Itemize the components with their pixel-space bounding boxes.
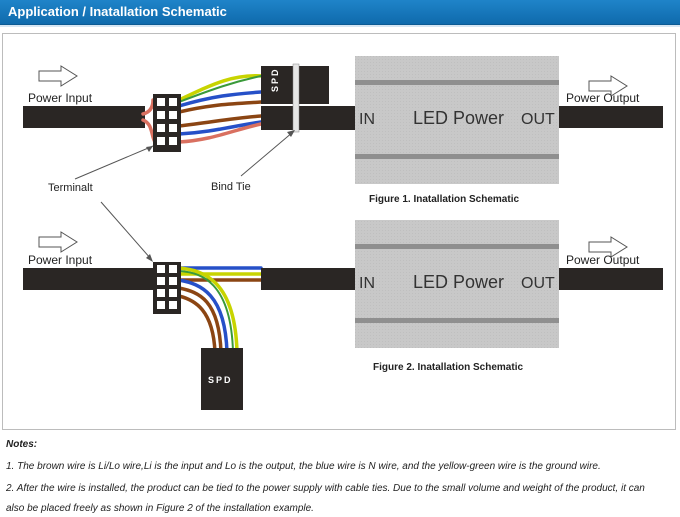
- figure2-output-cable: [559, 268, 663, 290]
- terminal-callout-line-1: [74, 145, 154, 180]
- terminal-callout-line-2: [100, 201, 152, 260]
- figure2-spd-module: [201, 348, 243, 410]
- diagram-panel: Power Input SPD: [2, 33, 676, 430]
- figure1-power-output-label: Power Output: [566, 91, 640, 105]
- terminal-label: Terminalt: [48, 182, 93, 194]
- note-item-1: 1. The brown wire is Li/Lo wire,Li is th…: [6, 461, 601, 472]
- figure2-caption: Figure 2. Inatallation Schematic: [373, 362, 523, 373]
- figure2-power-input-label: Power Input: [28, 253, 93, 267]
- figure1-output-cable: [559, 106, 663, 128]
- figure2-arrow-left: [38, 231, 78, 253]
- header-divider: [0, 25, 680, 27]
- page-title: Application / Inatallation Schematic: [8, 4, 227, 19]
- figure2-led-power-label: LED Power: [413, 272, 504, 292]
- figure2-power-output-label: Power Output: [566, 253, 640, 267]
- figure1-led-power-label: LED Power: [413, 108, 504, 128]
- figure1-led-power-box: [355, 56, 559, 184]
- figure2-arrow-right: [588, 236, 628, 258]
- figure2-out-label: OUT: [521, 275, 555, 292]
- figure2-output-lead: [261, 268, 355, 290]
- figure2-input-cable: [23, 268, 157, 290]
- figure1-arrow-left: [38, 65, 78, 87]
- figure1-in-label: IN: [359, 111, 375, 128]
- figure1-wires: [141, 74, 265, 144]
- figure1-out-label: OUT: [521, 111, 555, 128]
- bind-tie-callout-line: [240, 131, 294, 177]
- figure1-bind-tie: [292, 63, 300, 133]
- figure2-wires: [177, 266, 263, 354]
- figure1-power-input-label: Power Input: [28, 91, 93, 105]
- figure1-arrow-right: [588, 75, 628, 97]
- figure2-led-power-box: [355, 220, 559, 348]
- notes-title: Notes:: [6, 439, 38, 450]
- note-item-2-line-1: 2. After the wire is installed, the prod…: [6, 483, 645, 494]
- installation-schematic: Power Input SPD: [23, 56, 663, 410]
- header-bar: Application / Inatallation Schematic: [0, 0, 680, 25]
- note-item-2-line-2: also be placed freely as shown in Figure…: [6, 503, 314, 514]
- figure1-spd-label: SPD: [270, 67, 280, 92]
- figure1-input-cable: [23, 106, 145, 128]
- bind-tie-label: Bind Tie: [211, 181, 251, 193]
- figure1-terminal-block: [153, 94, 181, 152]
- figure2-terminal-block: [153, 262, 181, 314]
- figure1-output-lead: [261, 106, 355, 130]
- figure1-caption: Figure 1. Inatallation Schematic: [369, 194, 519, 205]
- figure2-spd-label: SPD: [208, 375, 233, 385]
- figure2-in-label: IN: [359, 275, 375, 292]
